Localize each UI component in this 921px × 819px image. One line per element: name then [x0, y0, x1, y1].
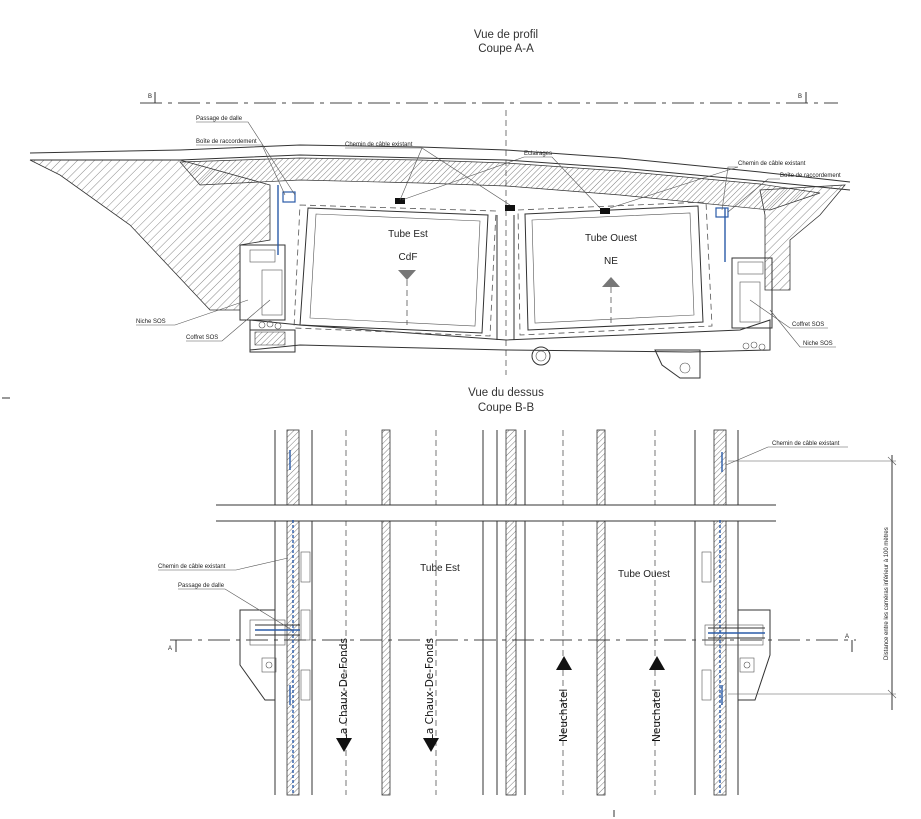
top-view: Vue du dessus Coupe B-B [158, 387, 897, 817]
section-marker-a-left: A [168, 646, 172, 652]
floor-slab [249, 319, 771, 353]
distance-dimension: Distance entre les caméras inférieur à 1… [728, 455, 897, 710]
lane-arrow-up-icon [556, 656, 572, 670]
side-boxes [300, 551, 712, 701]
top-view-title: Vue du dessus [468, 387, 544, 399]
label-chemin-cable-left-top: Chemin de câble existant [158, 564, 226, 570]
label-boite-raccordement-right: Boîte de raccordement [780, 173, 841, 179]
label-boite-raccordement-left: Boîte de raccordement [196, 139, 257, 145]
label-niche-sos-right: Niche SOS [803, 341, 833, 347]
coffret-sos-left [261, 269, 283, 316]
boite-raccordement-left [282, 191, 296, 203]
right-earth-mass [759, 184, 846, 291]
passage-dalle-detail [255, 624, 765, 639]
road-surface-lower [30, 154, 851, 191]
profile-view-title: Vue de profil [474, 29, 538, 41]
profile-leaders: Passage de dalle Boîte de raccordement C… [136, 116, 841, 348]
lane-destination-3: Neuchatel [558, 689, 570, 742]
section-marker-a-right: A [845, 634, 849, 640]
eclairage-left [395, 198, 405, 204]
arrow-down-icon [398, 270, 416, 280]
tube-est-label: Tube Est [388, 229, 428, 240]
lane-arrow-down-icon [423, 738, 439, 752]
coffret-sos-right [739, 281, 761, 323]
tube-est-direction: CdF [399, 252, 418, 263]
lane-arrow-up-icon [649, 656, 665, 670]
niche-sos-left [239, 244, 286, 321]
tube-ouest-profile: Tube Ouest NE [517, 201, 713, 336]
label-chemin-cable-right: Chemin de câble existant [738, 161, 806, 167]
label-chemin-cable-top-right: Chemin de câble existant [772, 441, 840, 447]
niche-top-left [239, 609, 276, 701]
label-passage-dalle: Passage de dalle [196, 116, 243, 122]
niche-sos-right [731, 257, 773, 329]
top-view-section: Coupe B-B [478, 402, 535, 414]
eclairage-middle [505, 205, 515, 211]
section-marker-b-right: B [798, 94, 802, 100]
arrow-up-icon [602, 277, 620, 287]
road-surface [29, 144, 851, 183]
distance-note: Distance entre les caméras inférieur à 1… [884, 527, 890, 660]
left-foundation [249, 329, 296, 353]
lane-arrow-down-icon [336, 738, 352, 752]
lane-destination-4: Neuchatel [651, 689, 663, 742]
lane-destination-2: La Chaux-De-Fonds [424, 638, 436, 740]
label-niche-sos-left: Niche SOS [136, 319, 166, 325]
right-stone-bed [742, 341, 766, 351]
label-coffret-sos-left: Coffret SOS [186, 335, 218, 341]
cross-passage [216, 504, 776, 522]
tube-ouest-direction: NE [604, 256, 618, 267]
label-coffret-sos-right: Coffret SOS [792, 322, 824, 328]
right-drain-block [654, 349, 701, 379]
lane-destination-1: La Chaux-De-Fonds [338, 638, 350, 740]
left-stone-bed [254, 320, 286, 346]
tube-ouest-label: Tube Ouest [585, 233, 637, 244]
label-chemin-cable-left: Chemin de câble existant [345, 142, 413, 148]
label-eclairages: Eclairages [524, 151, 552, 157]
tube-ouest-top-label: Tube Ouest [618, 569, 670, 580]
eclairage-right [600, 208, 610, 214]
tube-est-top-label: Tube Est [420, 563, 460, 574]
profile-view: Vue de profil Coupe A-A B B [2, 29, 851, 399]
tube-est-profile: Tube Est CdF [293, 198, 515, 337]
drain-pipe [531, 346, 551, 366]
section-marker-b-left: B [148, 94, 152, 100]
niche-top-right [737, 609, 771, 701]
label-passage-dalle-top: Passage de dalle [178, 583, 225, 589]
profile-view-section: Coupe A-A [478, 43, 534, 55]
